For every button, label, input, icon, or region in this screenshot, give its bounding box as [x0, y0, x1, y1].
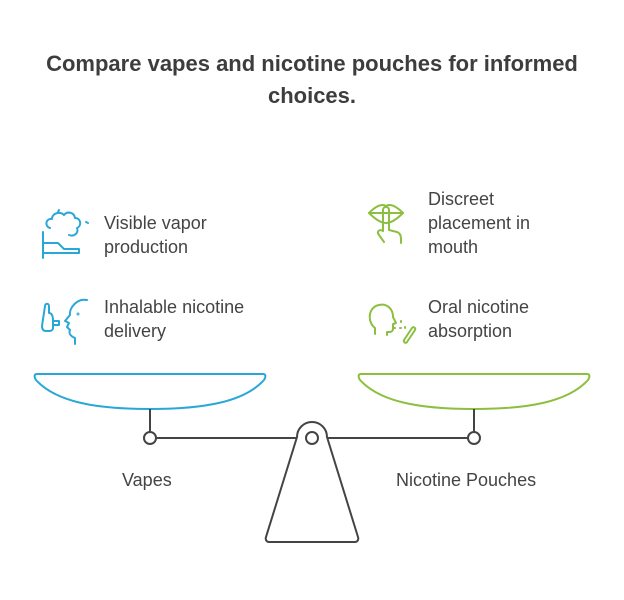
vapor-cloud-icon: [42, 209, 89, 259]
right-item-2: Oral nicotine absorption: [428, 297, 530, 341]
lips-finger-icon: [368, 203, 404, 244]
page-title: Compare vapes and nicotine pouches for i…: [46, 51, 578, 108]
fulcrum: [264, 421, 360, 543]
left-pivot: [143, 431, 157, 445]
right-pivot: [467, 431, 481, 445]
vapes-label: Vapes: [122, 470, 172, 490]
oral-absorption-icon: [368, 303, 417, 344]
left-item-1: Visible vapor production: [104, 213, 207, 257]
left-item-2: Inhalable nicotine delivery: [104, 297, 245, 341]
nicotine-pouches-label: Nicotine Pouches: [396, 470, 537, 490]
fulcrum-pivot: [305, 431, 319, 445]
left-pan: [33, 373, 267, 411]
right-item-1: Discreet placement in mouth: [428, 189, 531, 257]
inhaler-icon: [41, 298, 88, 345]
right-pan: [357, 373, 591, 411]
